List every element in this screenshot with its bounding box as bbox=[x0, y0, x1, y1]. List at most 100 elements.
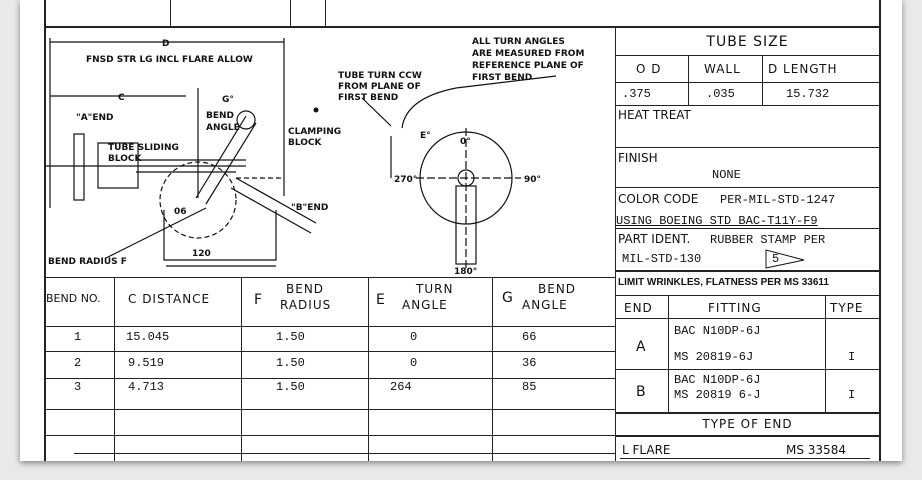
die-small-label: 06 bbox=[174, 207, 187, 217]
wall-label: WALL bbox=[704, 62, 741, 76]
wall-value: .035 bbox=[706, 87, 735, 101]
flag-note-icon bbox=[765, 249, 805, 269]
turn-note-2: FROM PLANE OF bbox=[338, 82, 421, 92]
a-end-label: "A"END bbox=[76, 113, 114, 123]
tube-size-title: TUBE SIZE bbox=[706, 34, 789, 50]
cell-bend-no: 1 bbox=[74, 330, 82, 344]
part-ident-line2: MIL-STD-130 bbox=[622, 252, 702, 266]
cell-bend-angle: 36 bbox=[522, 356, 537, 370]
g-label: G° bbox=[222, 95, 234, 105]
header-e-angle: ANGLE bbox=[402, 298, 448, 312]
od-label: O D bbox=[636, 62, 662, 76]
border-top bbox=[44, 26, 881, 28]
turn-note-3: FIRST BEND bbox=[338, 93, 398, 103]
spec-panel: TUBE SIZE O D WALL D LENGTH .375 .035 15… bbox=[616, 28, 879, 461]
limit-note: LIMIT WRINKLES, FLATNESS PER MS 33611 bbox=[618, 277, 829, 288]
type-of-end-title: TYPE OF END bbox=[702, 417, 793, 431]
cell-bend-no: 2 bbox=[74, 356, 82, 370]
cell-c-distance: 9.519 bbox=[128, 356, 165, 370]
tube-bend-diagram: D FNSD STR LG INCL FLARE ALLOW C G° "A"E… bbox=[46, 37, 584, 277]
header-c-distance: C DISTANCE bbox=[128, 292, 211, 306]
type-a: I bbox=[848, 350, 856, 364]
finish-value: NONE bbox=[712, 168, 741, 182]
flag-note-number: 5 bbox=[772, 252, 780, 266]
deg-0: 0° bbox=[460, 137, 471, 147]
table-row: 3 4.713 1.50 264 85 bbox=[44, 380, 616, 400]
fitting-b-1: BAC N10DP-6J bbox=[674, 373, 761, 387]
color-code-label: COLOR CODE bbox=[618, 192, 699, 206]
bend-table: BEND NO. C DISTANCE F BEND RADIUS E TURN… bbox=[44, 278, 616, 461]
bend-angle-label-2: ANGLE bbox=[206, 123, 240, 133]
heat-treat-label: HEAT TREAT bbox=[618, 108, 691, 122]
color-code-line2: USING BOEING STD BAC-T11Y-F9 bbox=[616, 214, 818, 228]
c-label: C bbox=[118, 93, 125, 103]
deg-270: 270° bbox=[394, 175, 417, 185]
bend-radius-label: BEND RADIUS F bbox=[48, 257, 127, 267]
type-b: I bbox=[848, 388, 856, 402]
d-note: FNSD STR LG INCL FLARE ALLOW bbox=[86, 55, 253, 65]
die-label: 120 bbox=[192, 249, 211, 259]
header-g: G bbox=[502, 290, 514, 306]
color-code-value: PER-MIL-STD-1247 bbox=[720, 193, 836, 207]
cell-turn-angle: 0 bbox=[410, 330, 418, 344]
cell-turn-angle: 0 bbox=[410, 356, 418, 370]
table-row: 2 9.519 1.50 0 36 bbox=[44, 356, 616, 376]
header-fitting: FITTING bbox=[708, 301, 762, 315]
fitting-b-2: MS 20819 6-J bbox=[674, 388, 761, 402]
divider bbox=[325, 0, 326, 26]
divider bbox=[44, 277, 616, 278]
header-e-turn: TURN bbox=[416, 282, 454, 296]
od-value: .375 bbox=[622, 87, 651, 101]
table-row: 1 15.045 1.50 0 66 bbox=[44, 330, 616, 350]
sliding-block-label-2: BLOCK bbox=[108, 154, 143, 164]
divider bbox=[290, 0, 291, 26]
header-end: END bbox=[624, 301, 653, 315]
cell-c-distance: 15.045 bbox=[126, 330, 170, 344]
turn-note: TUBE TURN CCW bbox=[338, 71, 422, 81]
header-g-angle: ANGLE bbox=[522, 298, 568, 312]
end-b: B bbox=[636, 384, 647, 400]
bend-die bbox=[159, 161, 237, 239]
clamping-block-label-2: BLOCK bbox=[288, 138, 323, 148]
angle-note-3: REFERENCE PLANE OF bbox=[472, 61, 584, 71]
sliding-block-label: TUBE SLIDING bbox=[108, 143, 179, 153]
type-of-end-spec: MS 33584 bbox=[786, 443, 846, 457]
e-label: E° bbox=[420, 131, 431, 141]
drawing-sheet: D FNSD STR LG INCL FLARE ALLOW C G° "A"E… bbox=[20, 0, 902, 461]
header-f: F bbox=[254, 292, 264, 308]
cell-bend-radius: 1.50 bbox=[276, 330, 305, 344]
border-left bbox=[44, 0, 46, 461]
deg-180: 180° bbox=[454, 267, 477, 277]
cell-bend-angle: 66 bbox=[522, 330, 537, 344]
d-length-label: D LENGTH bbox=[768, 62, 838, 76]
fitting-a-1: BAC N10DP-6J bbox=[674, 324, 761, 338]
d-length-value: 15.732 bbox=[786, 87, 830, 101]
part-ident-label: PART IDENT. bbox=[618, 232, 691, 246]
deg-90: 90° bbox=[524, 175, 541, 185]
divider bbox=[615, 26, 616, 461]
bend-angle-label: BEND bbox=[206, 111, 234, 121]
angle-note-4: FIRST BEND bbox=[472, 73, 532, 83]
angle-note: ALL TURN ANGLES bbox=[472, 37, 565, 47]
angle-note-2: ARE MEASURED FROM bbox=[472, 49, 584, 59]
b-end-label: "B"END bbox=[291, 203, 328, 213]
header-bend-no: BEND NO. bbox=[46, 292, 101, 305]
cell-c-distance: 4.713 bbox=[128, 380, 165, 394]
cell-bend-angle: 85 bbox=[522, 380, 537, 394]
divider bbox=[170, 0, 171, 26]
header-type: TYPE bbox=[830, 301, 864, 315]
cell-bend-radius: 1.50 bbox=[276, 356, 305, 370]
header-f-bend: BEND bbox=[286, 282, 325, 296]
part-ident-value: RUBBER STAMP PER bbox=[710, 233, 826, 247]
cell-turn-angle: 264 bbox=[390, 380, 412, 394]
end-a: A bbox=[636, 339, 647, 355]
header-g-bend: BEND bbox=[538, 282, 577, 296]
cell-bend-radius: 1.50 bbox=[276, 380, 305, 394]
header-f-radius: RADIUS bbox=[280, 298, 332, 312]
type-of-end-value: L FLARE bbox=[622, 443, 671, 457]
cell-bend-no: 3 bbox=[74, 380, 82, 394]
finish-label: FINISH bbox=[618, 151, 658, 165]
clamping-block-label: CLAMPING bbox=[288, 127, 341, 137]
fitting-a-2: MS 20819-6J bbox=[674, 350, 754, 364]
d-label: D bbox=[162, 39, 169, 49]
